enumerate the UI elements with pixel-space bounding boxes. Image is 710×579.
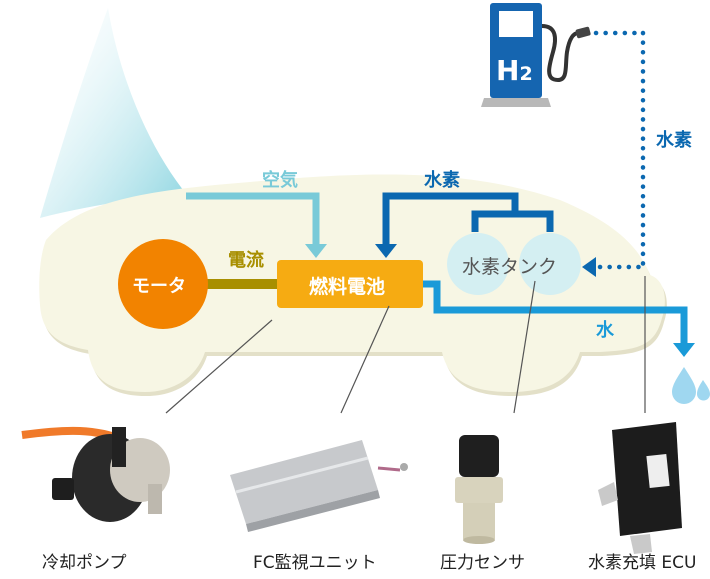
pressure-sensor-image: [455, 435, 503, 544]
motor-node: [118, 239, 208, 329]
air-flow-label: 空気: [262, 170, 298, 191]
fuel-cell-node: [277, 260, 423, 308]
cooling-pump-image: [21, 426, 170, 522]
fc-monitor-unit-image: [230, 440, 408, 532]
hydrogen-fill-ecu-image: [598, 422, 682, 554]
motor-label: モータ: [132, 276, 186, 297]
current-flow-label: 電流: [228, 250, 264, 271]
hydrogen-station-icon: [481, 3, 591, 107]
station-h-text: H: [496, 54, 520, 87]
water-flow-label: 水: [596, 320, 614, 341]
hydrogen-flow-arrow: [375, 192, 554, 258]
air-plume: [40, 8, 188, 218]
hydrogen-fill-label: 水素: [656, 130, 692, 151]
station-2-text: 2: [519, 63, 533, 85]
hydrogen-tank-label: 水素タンク: [462, 256, 558, 278]
component-caption-fc-monitor: FC監視ユニット: [253, 553, 377, 573]
station-h2-badge: H2: [496, 54, 533, 87]
component-caption-pressure-sensor: 圧力センサ: [440, 553, 525, 573]
hydrogen-flow-label: 水素: [424, 170, 460, 191]
air-flow-arrow: [186, 192, 327, 258]
hydrogen-fill-dotted-line: [582, 30, 646, 277]
fuel-cell-label: 燃料電池: [309, 276, 386, 298]
component-caption-cooling-pump: 冷却ポンプ: [42, 553, 127, 573]
water-drops-icon: [672, 367, 710, 404]
leader-lines: [165, 276, 646, 414]
hydrogen-tank: [447, 233, 581, 295]
water-flow-arrow: [422, 280, 695, 357]
component-caption-hydrogen-fill-ecu: 水素充填 ECU: [588, 553, 697, 573]
